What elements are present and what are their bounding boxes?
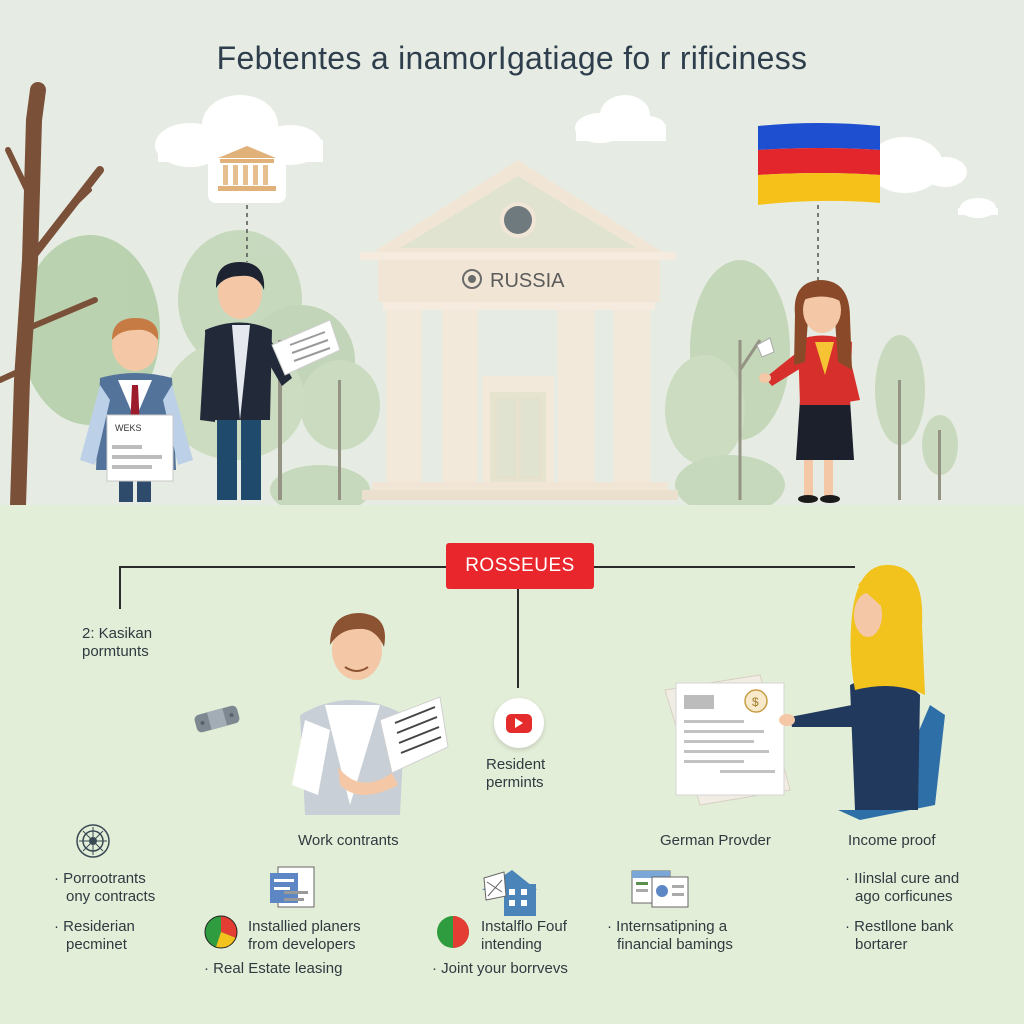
svg-text:$: $: [752, 695, 759, 709]
list-item: · Internsatipning a financial bamings: [607, 918, 733, 953]
top-scene-illustration: RUSSIA WEKS: [0, 0, 1024, 505]
man-reading-paper: [292, 613, 449, 815]
header-work-contracts: Work contrants: [298, 832, 399, 849]
list-item: · Porrootrants ony contracts: [54, 870, 156, 905]
pie-chart-icon: [437, 916, 469, 948]
play-button-icon[interactable]: [494, 698, 544, 748]
list-item: Instalflo Fouf intending: [481, 918, 567, 953]
documents-icon: [270, 866, 315, 908]
bare-tree: [0, 82, 104, 505]
spreadsheet-icon: [631, 870, 689, 908]
header-income-proof: Income proof: [848, 832, 936, 849]
bandage-icon: [194, 705, 240, 733]
dollar-document-icon: $: [664, 674, 791, 806]
document-header: WEKS: [115, 423, 142, 433]
man-in-suit: [200, 262, 341, 500]
list-item: · Real Estate leasing: [204, 960, 343, 977]
resident-node-label: Resident permints: [486, 756, 546, 791]
central-category-box: ROSSEUES: [446, 543, 594, 589]
bottom-illustrations: $: [76, 564, 945, 949]
building-label: RUSSIA: [490, 270, 565, 292]
list-item: · Restllone bank bortarer: [845, 918, 954, 953]
list-item: · IIinslal cure and ago corficunes: [845, 870, 960, 905]
connector-lines: [119, 566, 855, 688]
mandala-icon: [76, 824, 110, 858]
building-icon: [482, 870, 537, 916]
columns-building-icon: [208, 135, 286, 203]
list-item: · Residerian pecminet: [54, 918, 135, 953]
woman-in-red: [756, 280, 860, 503]
boy-with-document: [80, 318, 193, 502]
list-item: · Joint your borrvevs: [432, 960, 568, 977]
left-node-label: 2: Kasikan pormtunts: [82, 625, 153, 660]
header-german-provider: German Provder: [660, 832, 771, 849]
russia-flag-icon: [758, 123, 880, 205]
government-building: [360, 160, 678, 500]
list-item: Installied planers from developers: [248, 918, 361, 953]
woman-with-yellow-hair: [779, 564, 945, 820]
pie-chart-icon: [204, 915, 238, 949]
page-title: Febtentes a inamorIgatiage fo r rificine…: [216, 40, 808, 76]
